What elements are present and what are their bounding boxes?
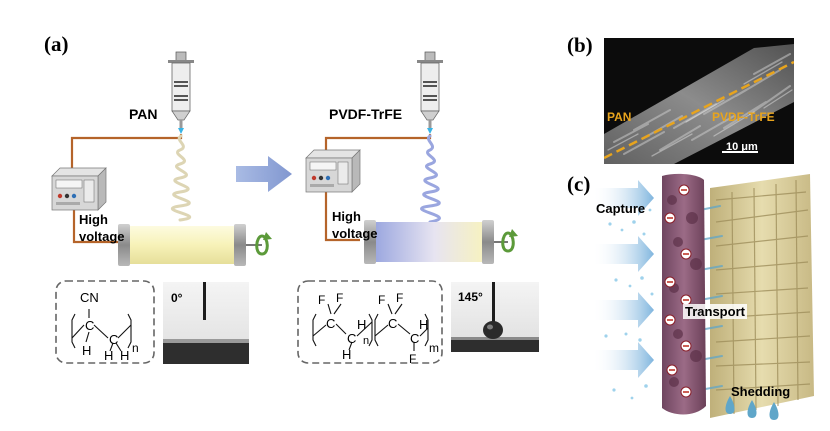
electrospinning-schematic: CN C C H H H n 0° F F F F F C C C C H H (51, 51, 539, 366)
pan-layer (662, 173, 706, 415)
wire-right-top (324, 134, 432, 150)
pan-c2: C (109, 332, 118, 347)
rotation-icon-left (255, 232, 272, 256)
contact-angle-image-pvdf (451, 282, 539, 352)
high-voltage-right-line2: voltage (332, 226, 378, 241)
polymer-label-pan: PAN (129, 106, 158, 122)
shedding-droplets (725, 396, 779, 420)
pan-structure-box (55, 280, 155, 364)
high-voltage-label-right: High voltage (332, 208, 378, 242)
pvdf-f1: F (318, 293, 325, 307)
pvdf-h3: H (419, 317, 428, 332)
sem-label-pvdf: PVDF-TrFE (712, 110, 775, 124)
wire-right-bottom (324, 192, 360, 242)
power-supply-right (305, 149, 361, 193)
syringe-right (417, 51, 443, 134)
sem-interface-line (604, 60, 794, 160)
pvdf-f2: F (336, 291, 343, 305)
collector-drum-right (364, 220, 508, 264)
pan-h3: H (120, 348, 129, 363)
pan-h2: H (104, 348, 113, 363)
pan-bonds (71, 309, 132, 352)
pvdf-h1: H (342, 347, 351, 362)
mechanism-label-capture: Capture (596, 201, 646, 216)
power-supply-left (51, 167, 107, 211)
wire-left-bottom (72, 208, 118, 244)
pvdf-subscript-n: n (363, 335, 369, 347)
pvdf-subscript-m: m (429, 341, 439, 355)
contact-angle-image-pan (163, 282, 249, 364)
pvdf-fibers (715, 179, 811, 415)
high-voltage-left-line1: High (79, 212, 108, 227)
flow-arrows (592, 180, 654, 378)
pvdf-bonds (312, 303, 429, 351)
pan-c1: C (85, 318, 94, 333)
pan-h1: H (82, 343, 91, 358)
high-voltage-left-line2: voltage (79, 229, 125, 244)
pvdf-c2: C (347, 331, 356, 346)
panel-label-b: (b) (567, 33, 593, 57)
pan-subscript-n: n (132, 341, 139, 355)
pvdf-f3: F (378, 293, 385, 307)
process-arrow (236, 156, 292, 192)
contact-angle-pan: 0° (171, 291, 183, 305)
contact-angle-pvdf: 145° (458, 290, 483, 304)
sem-label-pan: PAN (607, 110, 632, 124)
rotation-icon-right (501, 229, 518, 253)
polymer-label-pvdf: PVDF-TrFE (329, 106, 403, 122)
pvdf-h2: H (357, 317, 366, 332)
collector-drum-left (118, 224, 262, 266)
panel-label-a: (a) (44, 32, 69, 56)
pvdf-f4: F (396, 291, 403, 305)
pvdf-c4: C (410, 331, 419, 346)
pvdf-structure-box (297, 280, 443, 364)
mechanism-label-shedding: Shedding (731, 384, 791, 399)
mechanism-label-transport: Transport (683, 304, 747, 319)
fiber-jet-pan (170, 134, 191, 222)
fiber-jet-pvdf (420, 134, 441, 224)
mechanism-illustration (592, 173, 814, 420)
pvdf-c3: C (388, 316, 397, 331)
mist-droplets (604, 208, 654, 400)
high-voltage-label-left: High voltage (79, 211, 125, 245)
negative-charges (664, 184, 692, 398)
sem-image (604, 38, 794, 164)
syringe-left (168, 51, 194, 134)
sem-scale-label: 10 μm (726, 141, 758, 153)
high-voltage-right-line1: High (332, 209, 361, 224)
panel-label-c: (c) (567, 172, 591, 196)
pvdf-c1: C (326, 316, 335, 331)
pan-cn: CN (80, 290, 99, 305)
pvdf-f5: F (409, 352, 416, 366)
pvdf-layer (710, 174, 814, 418)
